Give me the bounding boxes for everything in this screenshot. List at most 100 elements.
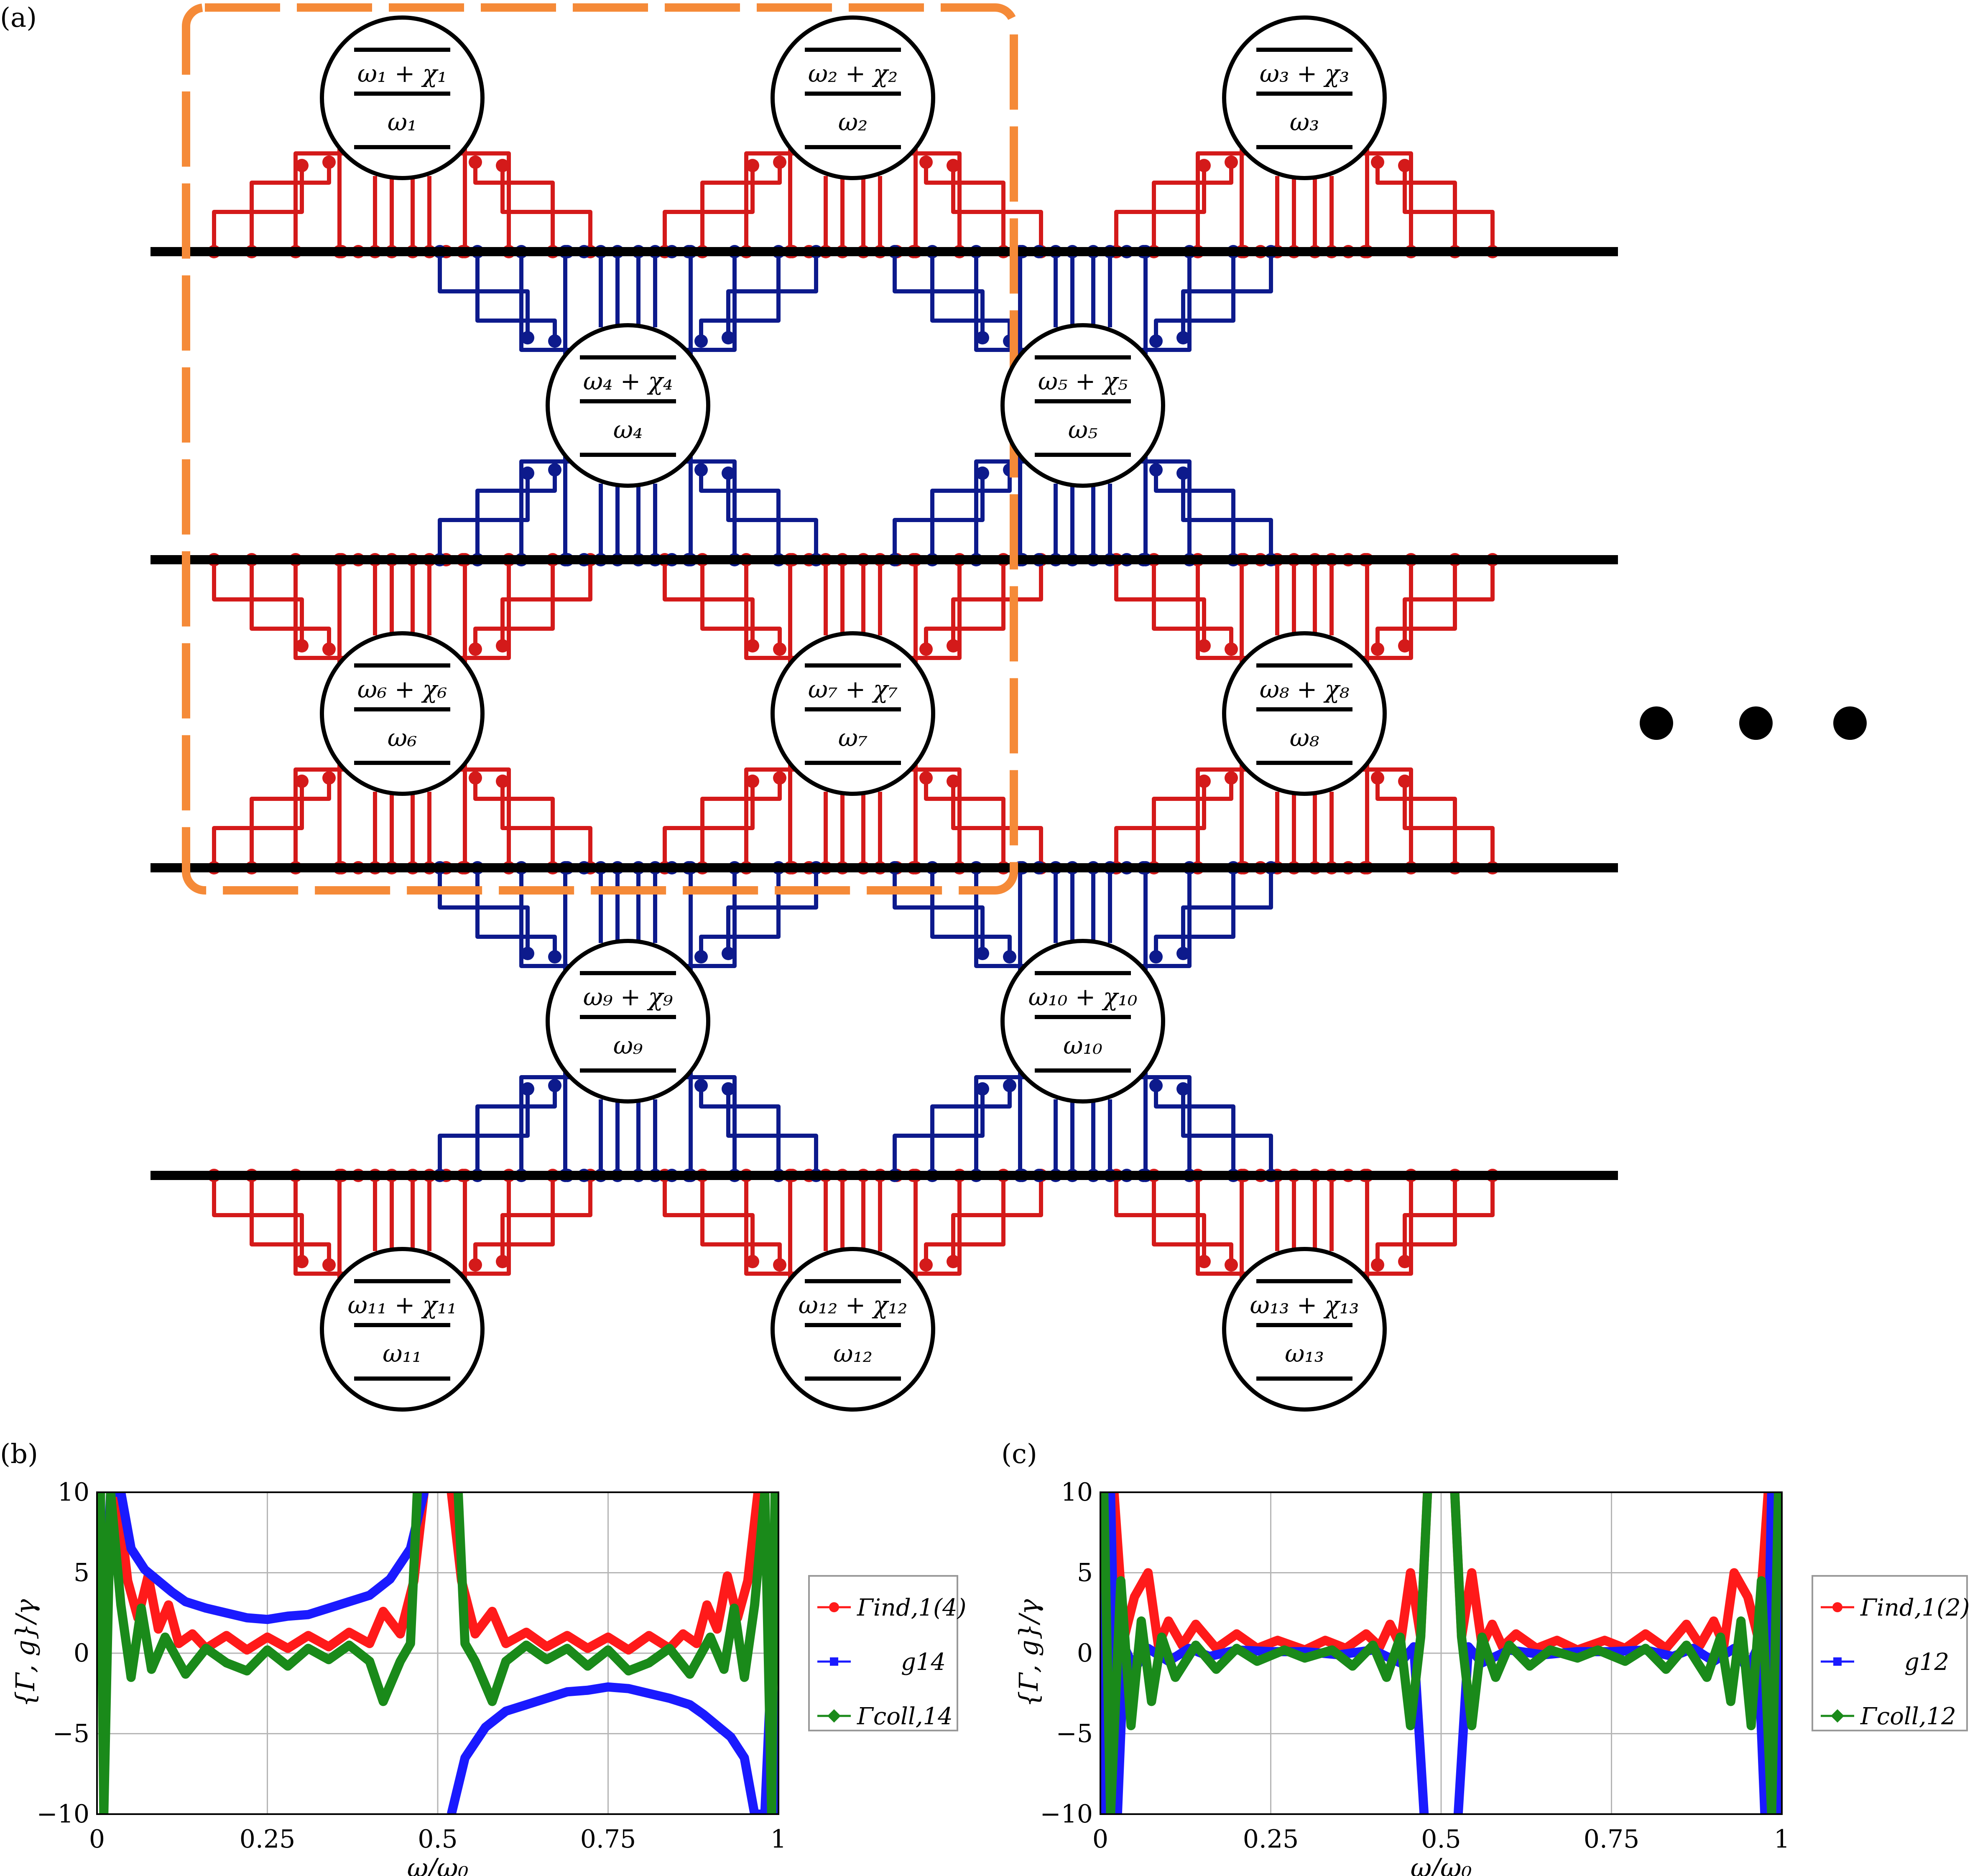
y-tick-label: −5 [53, 1719, 89, 1749]
coupling-node [1197, 775, 1211, 788]
x-tick-label: 0.25 [240, 1825, 296, 1854]
coupling-line [1181, 1089, 1273, 1175]
coupling-node [295, 159, 309, 172]
series-line-2 [1100, 1492, 1432, 1814]
coupling-line [1154, 1086, 1235, 1175]
coupling-line [1403, 560, 1495, 646]
atom-lower-label: ω₅ [1068, 415, 1098, 444]
coupling-node [694, 463, 708, 477]
y-tick-label: 10 [58, 1478, 89, 1507]
coupling-node [322, 642, 336, 656]
coupling-line [475, 252, 557, 341]
coupling-node [521, 947, 534, 960]
coupling-line [438, 473, 530, 560]
atom-lower-label: ω₄ [613, 415, 643, 444]
coupling-node [1176, 1082, 1190, 1096]
panel-label-a: (a) [0, 3, 37, 33]
coupling-line [924, 162, 1005, 252]
coupling-line [1154, 252, 1235, 341]
coupling-node [295, 775, 309, 788]
y-tick-label: 10 [1061, 1478, 1093, 1507]
atom-circle [771, 1247, 935, 1412]
x-axis-label: ω/ω₀ [1411, 1853, 1472, 1876]
atom-upper-label: ω₁₁ + χ₁₁ [348, 1291, 457, 1319]
coupling-line [893, 868, 985, 953]
coupling-line [663, 1175, 755, 1262]
coupling-line [250, 1175, 331, 1265]
series-line-0-mirror [1450, 1492, 1773, 1655]
coupling-node [1398, 639, 1411, 653]
coupling-node [976, 1082, 989, 1096]
atom-circle [320, 1247, 485, 1412]
coupling-node [722, 466, 735, 480]
coupling-node [1225, 155, 1238, 169]
ellipsis-dot [1739, 706, 1773, 740]
coupling-line [1181, 868, 1273, 953]
coupling-line [893, 473, 985, 560]
coupling-line [500, 781, 592, 868]
coupling-node [1149, 334, 1163, 348]
coupling-node [1225, 642, 1238, 656]
coupling-line [1152, 162, 1233, 252]
coupling-line [1403, 781, 1495, 868]
series-line-1-mirror [447, 1657, 778, 1814]
coupling-node [322, 155, 336, 169]
coupling-node [722, 331, 735, 344]
x-tick-label: 0 [1092, 1825, 1108, 1854]
coupling-line [212, 781, 304, 868]
atom-upper-label: ω₂ + χ₂ [808, 59, 898, 88]
coupling-line [924, 778, 1005, 868]
series-line-1 [97, 1492, 429, 1650]
coupling-line [473, 560, 555, 649]
coupling-node [947, 775, 960, 788]
coupling-line [473, 778, 555, 868]
coupling-node [919, 155, 933, 169]
plot-frame [96, 1491, 779, 1815]
coupling-node [1003, 1079, 1016, 1092]
legend-marker [829, 1602, 839, 1612]
coupling-line [893, 1089, 985, 1175]
plot-frame [1100, 1491, 1783, 1815]
coupling-line [1403, 166, 1495, 252]
legend-label: Γcoll,14 [857, 1703, 953, 1730]
coupling-node [496, 775, 509, 788]
coupling-line [930, 470, 1012, 560]
atom-13: ω₁₃ + χ₁₃ ω₁₃ [1222, 1247, 1387, 1412]
coupling-node [548, 334, 561, 348]
atom-upper-label: ω₁₃ + χ₁₃ [1250, 1291, 1359, 1319]
coupling-line [475, 868, 557, 957]
coupling-node [295, 639, 309, 653]
coupling-line [951, 166, 1043, 252]
atom-circle [1222, 1247, 1387, 1412]
coupling-node [1176, 947, 1190, 960]
coupling-line [473, 1175, 555, 1265]
coupling-node [1371, 155, 1384, 169]
atom-lower-label: ω₁₃ [1285, 1339, 1324, 1368]
panel-label-b: (b) [0, 1439, 38, 1470]
coupling-line [1114, 166, 1206, 252]
atom-circle [546, 939, 710, 1104]
series-line-2-mirror [453, 1492, 778, 1814]
legend-label: Γind,1(2) [1860, 1594, 1970, 1621]
coupling-line [1154, 470, 1235, 560]
coupling-line [726, 473, 818, 560]
coupling-node [469, 1258, 482, 1272]
coupling-line [1152, 1175, 1233, 1265]
x-tick-label: 1 [1774, 1825, 1790, 1854]
coupling-node [322, 771, 336, 785]
ellipsis-dot [1640, 706, 1673, 740]
coupling-node [722, 1082, 735, 1096]
coupling-node [947, 639, 960, 653]
coupling-node [521, 1082, 534, 1096]
y-tick-label: 5 [1077, 1558, 1093, 1588]
coupling-line [212, 1175, 304, 1262]
coupling-line [1403, 1175, 1495, 1262]
series-line-0 [112, 1492, 429, 1655]
